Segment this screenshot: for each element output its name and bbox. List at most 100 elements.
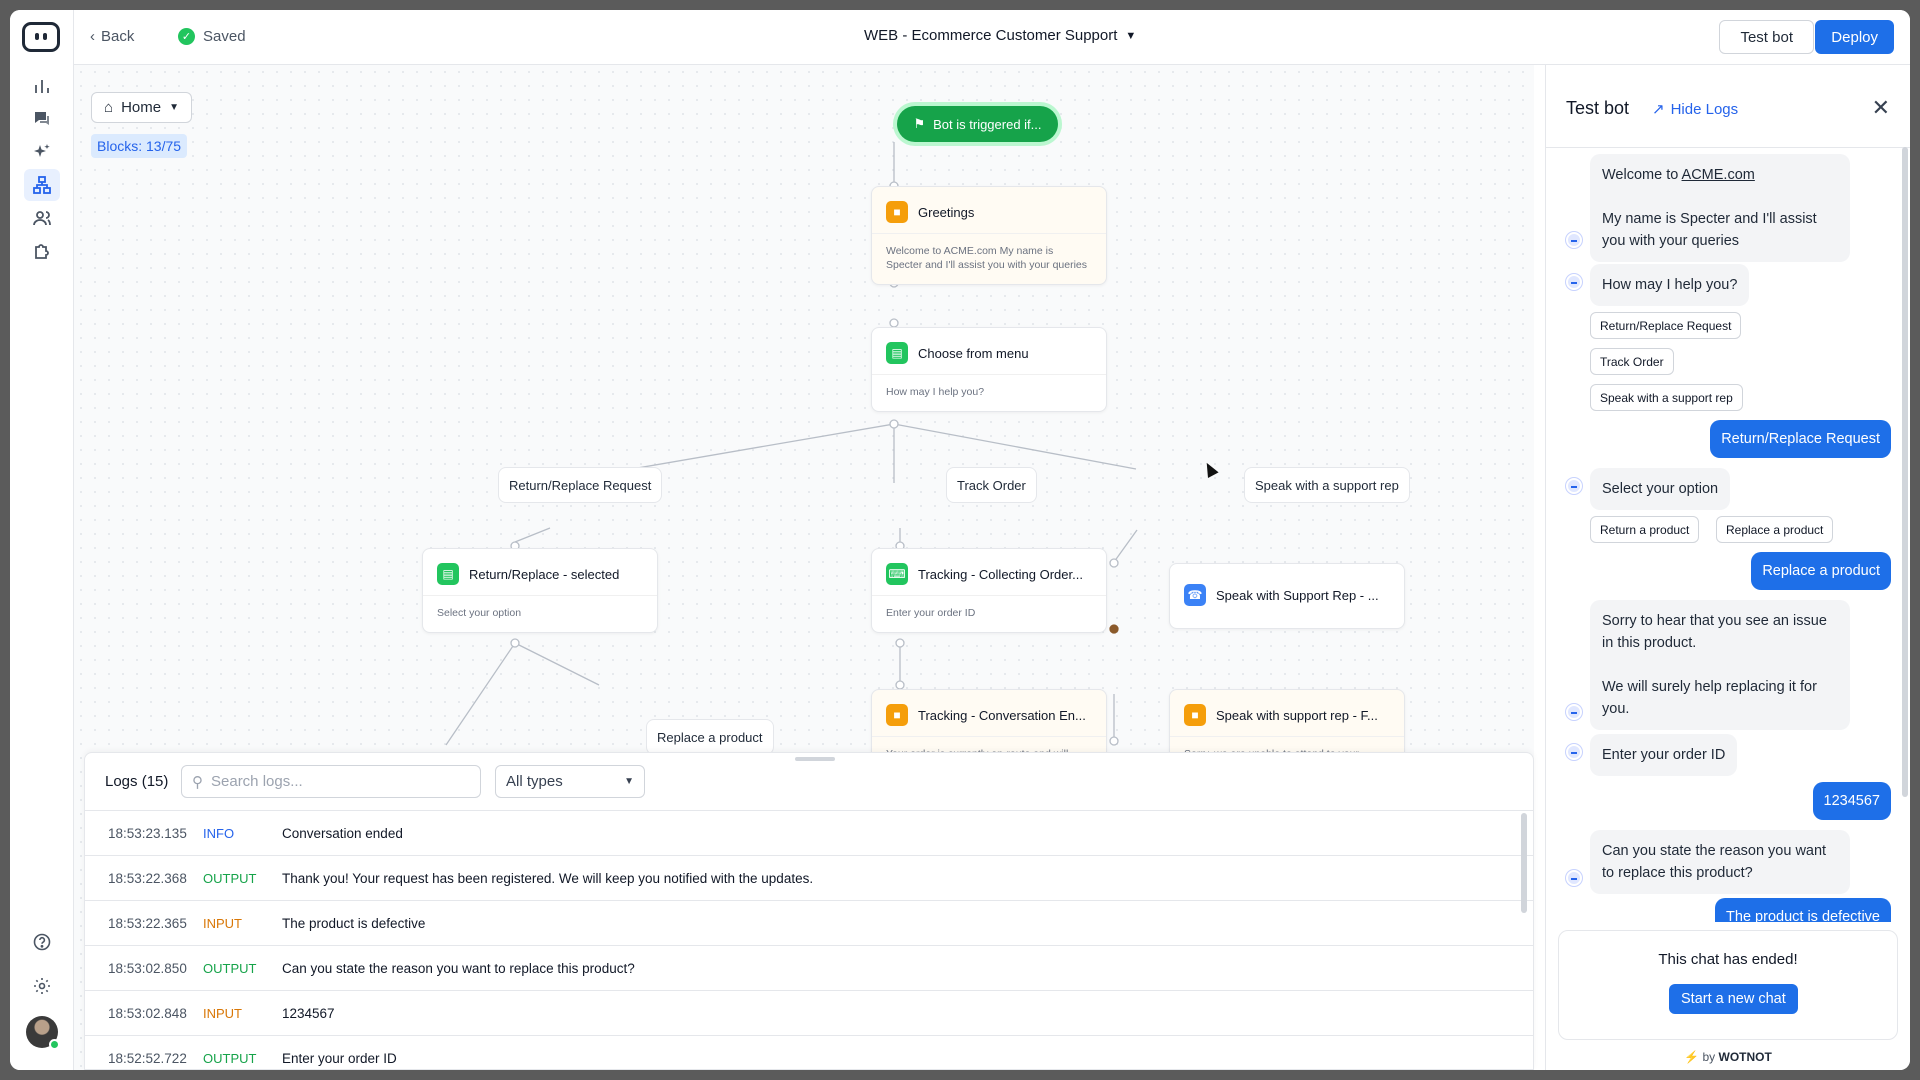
node-title: Choose from menu: [918, 345, 1029, 361]
chat-scrollbar[interactable]: [1902, 147, 1908, 797]
home-icon: ⌂: [104, 99, 114, 116]
flow-node-tracking-collect[interactable]: ⌨Tracking - Collecting Order... Enter yo…: [871, 548, 1107, 633]
back-button[interactable]: ‹Back: [90, 28, 134, 45]
node-body: Enter your order ID: [886, 607, 976, 619]
menu-icon: ▤: [886, 342, 908, 364]
node-title: Speak with support rep - F...: [1216, 707, 1378, 723]
hide-logs-label: Hide Logs: [1670, 100, 1739, 118]
chat-ended-text: This chat has ended!: [1658, 951, 1798, 968]
log-message: Can you state the reason you want to rep…: [282, 960, 635, 976]
message-text: My name is Specter and I'll assist you w…: [1602, 211, 1817, 249]
acme-link[interactable]: ACME.com: [1681, 167, 1755, 183]
table-row[interactable]: 18:53:02.850 OUTPUT Can you state the reas…: [85, 946, 1533, 991]
log-time: 18:53:02.850: [108, 960, 187, 976]
integrations-icon[interactable]: [24, 235, 60, 267]
bot-message: Enter your order ID: [1590, 734, 1738, 776]
logs-title: Logs (15): [105, 773, 169, 790]
log-type: INPUT: [203, 915, 242, 931]
logs-search-input[interactable]: ⚲Search logs...: [181, 765, 481, 798]
bot-avatar-icon: [1566, 870, 1582, 886]
bot-avatar-icon: [1566, 274, 1582, 290]
by-label: by: [1702, 1050, 1716, 1064]
external-link-icon: ↗: [1652, 101, 1665, 118]
support-icon: ☎: [1184, 584, 1206, 606]
option-speak-support[interactable]: Speak with a support rep: [1244, 467, 1410, 503]
flow-node-greetings[interactable]: ■ Greetings Welcome to ACME.com My name i…: [871, 186, 1107, 285]
app-logo[interactable]: [22, 22, 60, 52]
bot-avatar-icon: [1566, 232, 1582, 248]
node-title: Greetings: [918, 204, 975, 220]
bot-message: Select your option: [1590, 468, 1731, 510]
log-message: 1234567: [282, 1005, 335, 1021]
message-icon: ■: [1184, 704, 1206, 726]
quick-reply-button[interactable]: Speak with a support rep: [1590, 384, 1743, 411]
quick-reply-button[interactable]: Track Order: [1590, 348, 1674, 375]
user-message: The product is defective: [1715, 898, 1891, 922]
online-status-dot: [49, 1039, 60, 1050]
hide-logs-link[interactable]: ↗ Hide Logs: [1652, 100, 1739, 119]
test-bot-button[interactable]: Test bot: [1719, 20, 1814, 54]
users-icon[interactable]: [24, 202, 60, 234]
log-type: OUTPUT: [203, 960, 257, 976]
bot-message: Can you state the reason you want to rep…: [1590, 830, 1850, 894]
top-bar: ‹Back ✓Saved WEB - Ecommerce Customer Su…: [74, 10, 1910, 65]
log-type-select[interactable]: All types▼: [495, 765, 645, 798]
check-circle-icon: ✓: [178, 28, 195, 45]
menu-icon: ▤: [437, 563, 459, 585]
message-icon: ■: [886, 201, 908, 223]
node-body: Welcome to ACME.com My name is Specter a…: [886, 245, 1088, 271]
logs-scrollbar[interactable]: [1521, 813, 1527, 913]
analytics-icon[interactable]: [24, 70, 60, 102]
option-replace-product[interactable]: Replace a product: [646, 719, 774, 755]
conversations-icon[interactable]: [24, 103, 60, 135]
flow-node-choose-menu[interactable]: ▤ Choose from menu How may I help you?: [871, 327, 1107, 412]
flow-node-return-replace[interactable]: ▤Return/Replace - selected Select your o…: [422, 548, 658, 633]
message-text: Sorry to hear that you see an issue in t…: [1602, 613, 1827, 651]
bot-avatar-icon: [1566, 704, 1582, 720]
quick-reply-button[interactable]: Return a product: [1590, 516, 1700, 543]
logs-panel: Logs (15) ⚲Search logs... All types▼ 18:…: [84, 752, 1534, 1070]
settings-icon[interactable]: [24, 970, 60, 1002]
brand-name[interactable]: WOTNOT: [1718, 1050, 1772, 1064]
log-time: 18:52:52.722: [108, 1050, 187, 1066]
bot-title-dropdown[interactable]: WEB - Ecommerce Customer Support▼: [864, 27, 1136, 44]
quick-reply-button[interactable]: Replace a product: [1716, 516, 1834, 543]
user-message: Replace a product: [1751, 552, 1891, 590]
bolt-icon: ⚡: [1684, 1050, 1700, 1064]
chevron-left-icon: ‹: [90, 28, 95, 45]
node-body: How may I help you?: [886, 386, 985, 398]
flag-icon: ⚑: [913, 116, 926, 131]
flow-node-speak-support[interactable]: ☎Speak with Support Rep - ...: [1169, 563, 1405, 629]
resize-handle[interactable]: [795, 757, 835, 761]
start-new-chat-button[interactable]: Start a new chat: [1669, 984, 1798, 1014]
close-icon[interactable]: ✕: [1871, 95, 1890, 120]
log-message: Enter your order ID: [282, 1050, 397, 1066]
ai-sparkle-icon[interactable]: [24, 136, 60, 168]
blocks-count-badge: Blocks: 13/75: [91, 134, 188, 158]
log-time: 18:53:23.135: [108, 825, 187, 841]
trigger-node[interactable]: ⚑Bot is triggered if...: [897, 106, 1058, 142]
message-icon: ■: [886, 704, 908, 726]
user-avatar[interactable]: [26, 1016, 60, 1050]
log-type: INPUT: [203, 1005, 242, 1021]
deploy-button[interactable]: Deploy: [1815, 20, 1894, 54]
help-icon[interactable]: [24, 926, 60, 958]
option-return-replace[interactable]: Return/Replace Request: [498, 467, 663, 503]
home-label: Home: [121, 99, 162, 116]
home-dropdown[interactable]: ⌂Home▼: [91, 92, 192, 123]
quick-reply-button[interactable]: Return/Replace Request: [1590, 312, 1742, 339]
bot-builder-icon[interactable]: [24, 169, 60, 201]
message-text: We will surely help replacing it for you…: [1602, 679, 1817, 717]
option-track-order[interactable]: Track Order: [946, 467, 1037, 503]
chevron-down-icon: ▼: [1125, 29, 1137, 42]
log-time: 18:53:22.365: [108, 915, 187, 931]
saved-status: ✓Saved: [178, 28, 246, 45]
log-message: Conversation ended: [282, 825, 403, 841]
